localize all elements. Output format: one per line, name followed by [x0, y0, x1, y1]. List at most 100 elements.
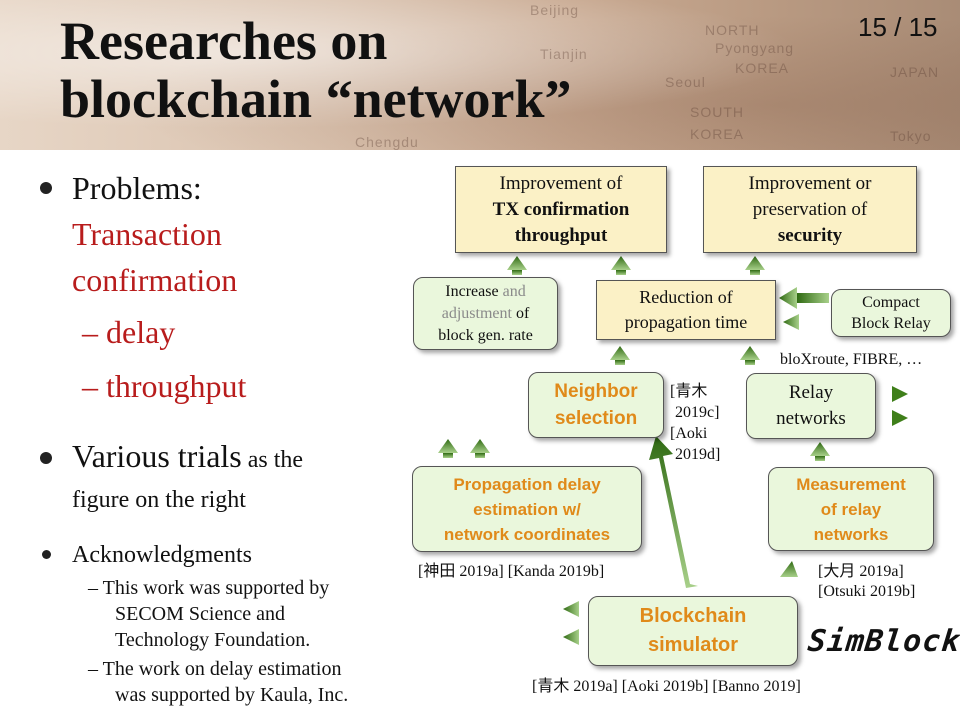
box-neighbor-selection: Neighbor selection — [528, 372, 664, 438]
ack-line: Technology Foundation. — [115, 629, 311, 651]
ack-item-1: – This work was supported by SECOM Scien… — [88, 575, 329, 653]
map-label: Tokyo — [890, 128, 932, 144]
box-text: of relay — [820, 499, 882, 519]
bullet-dot — [42, 550, 51, 559]
title-line: Researches on — [60, 11, 388, 71]
box-text: propagation time — [624, 312, 748, 332]
left-arrow-sim-1 — [563, 601, 579, 617]
box-blockchain-simulator: Blockchain simulator — [588, 596, 798, 666]
up-arrow-prop-2 — [470, 439, 490, 453]
box-text: estimation w/ — [473, 499, 581, 519]
box-propagation-delay-estimation: Propagation delay estimation w/ network … — [412, 466, 642, 552]
box-text: TX confirmation — [492, 198, 630, 220]
box-text: of — [511, 304, 530, 322]
trials-small-text: as the — [241, 447, 304, 473]
up-arrow-red-1 — [610, 346, 630, 360]
box-text: security — [777, 224, 843, 246]
left-arrow-sim-2 — [563, 629, 579, 645]
map-label: KOREA — [690, 126, 745, 142]
box-text: Increase — [445, 282, 503, 300]
problems-bullet: Problems: Transaction confirmation — [72, 165, 237, 303]
problems-red-line: Transaction — [72, 216, 222, 252]
simblock-logo: SimBlock — [806, 624, 960, 659]
measurement-citation: [大月 2019a] [Otsuki 2019b] — [818, 562, 915, 602]
up-arrow-tx-2 — [611, 256, 631, 270]
bloxroute-caption: bloXroute, FIBRE, … — [780, 351, 923, 368]
right-arrow-relay-2 — [892, 410, 908, 426]
box-text: networks — [813, 524, 889, 544]
problems-subitems: – delay – throughput — [82, 305, 246, 413]
trials-bullet: Various trials as the figure on the righ… — [72, 434, 303, 515]
box-text: Relay — [788, 382, 834, 403]
title-line: blockchain “network” — [60, 69, 572, 129]
map-label: SOUTH — [690, 104, 744, 120]
diagonal-arrow-sim-neighbor — [649, 436, 698, 588]
left-arrow-cbr-stem — [797, 293, 829, 303]
up-arrow-prop-1 — [438, 439, 458, 453]
box-text: block gen. rate — [438, 326, 533, 344]
up-arrow-prop-2-stem — [475, 453, 485, 458]
simulator-citation: [青木 2019a] [Aoki 2019b] [Banno 2019] — [532, 678, 801, 695]
map-label: Beijing — [530, 2, 580, 18]
subitem-delay: – delay — [82, 314, 176, 350]
box-text: Propagation delay — [453, 474, 601, 494]
ack-line: SECOM Science and — [115, 603, 285, 625]
map-label: NORTH — [705, 22, 760, 38]
box-security: Improvement or preservation of security — [703, 166, 917, 253]
cite-line: [Otsuki 2019b] — [818, 583, 916, 600]
left-arrow-red — [783, 314, 799, 330]
box-relay-networks: Relay networks — [746, 373, 876, 439]
box-text: network coordinates — [443, 524, 611, 544]
box-text: preservation of — [752, 198, 868, 220]
propagation-citation: [神田 2019a] [Kanda 2019b] — [418, 563, 605, 580]
box-tx-throughput: Improvement of TX confirmation throughpu… — [455, 166, 667, 253]
trials-line2: figure on the right — [72, 487, 246, 513]
box-text: selection — [554, 408, 638, 429]
box-text: Improvement of — [499, 172, 623, 194]
map-label: JAPAN — [890, 64, 940, 80]
map-label: KOREA — [735, 60, 790, 76]
up-arrow-red-2 — [740, 346, 760, 360]
up-arrow-sec — [745, 256, 765, 270]
box-text: Improvement or — [748, 172, 872, 194]
bullet-dot — [40, 182, 52, 194]
header-banner: Beijing NORTH Pyongyang KOREA Tianjin Se… — [0, 0, 960, 150]
box-propagation-time: Reduction of propagation time — [596, 280, 776, 340]
up-arrow-tx-2-stem — [616, 270, 626, 275]
map-label: Pyongyang — [715, 40, 795, 56]
neighbor-citation: [青木 2019c] [Aoki 2019d] — [670, 381, 720, 465]
box-text: simulator — [647, 634, 739, 656]
problems-label: Problems: — [72, 170, 202, 206]
box-block-gen-rate: Increase and adjustment of block gen. ra… — [413, 277, 558, 350]
up-arrow-tx-1 — [507, 256, 527, 270]
up-arrow-sec-stem — [750, 270, 760, 275]
cite-line: 2019c] — [675, 404, 720, 421]
left-arrow-cbr — [779, 287, 797, 309]
box-text: Block Relay — [851, 315, 931, 332]
ack-line: – The work on delay estimation — [88, 658, 342, 680]
up-arrow-meas-stem — [815, 456, 825, 461]
bullet-dot — [40, 452, 52, 464]
problems-red-line: confirmation — [72, 262, 238, 298]
box-text: Measurement — [796, 474, 906, 494]
box-text-gray: and — [502, 282, 526, 300]
map-label: Chengdu — [355, 134, 419, 150]
up-arrow-meas — [810, 442, 830, 456]
up-arrow-prop-1-stem — [443, 453, 453, 458]
slide-title: Researches on blockchain “network” — [60, 12, 572, 128]
box-compact-block-relay: Compact Block Relay — [831, 289, 951, 337]
subitem-throughput: – throughput — [82, 368, 247, 404]
map-label: Tianjin — [540, 46, 588, 62]
up-arrow-red-2-stem — [745, 360, 755, 365]
box-text-gray: adjustment — [441, 304, 512, 322]
ack-line: was supported by Kaula, Inc. — [115, 684, 349, 706]
box-text: Blockchain — [639, 605, 747, 627]
box-measurement-relay: Measurement of relay networks — [768, 467, 934, 551]
page-number: 15 / 15 — [858, 12, 938, 42]
up-arrow-tx-1-stem — [512, 270, 522, 275]
ack-line: – This work was supported by — [88, 577, 330, 599]
ack-item-2: – The work on delay estimation was suppo… — [88, 656, 348, 708]
box-text: networks — [776, 408, 846, 429]
box-text: Reduction of — [639, 287, 733, 307]
